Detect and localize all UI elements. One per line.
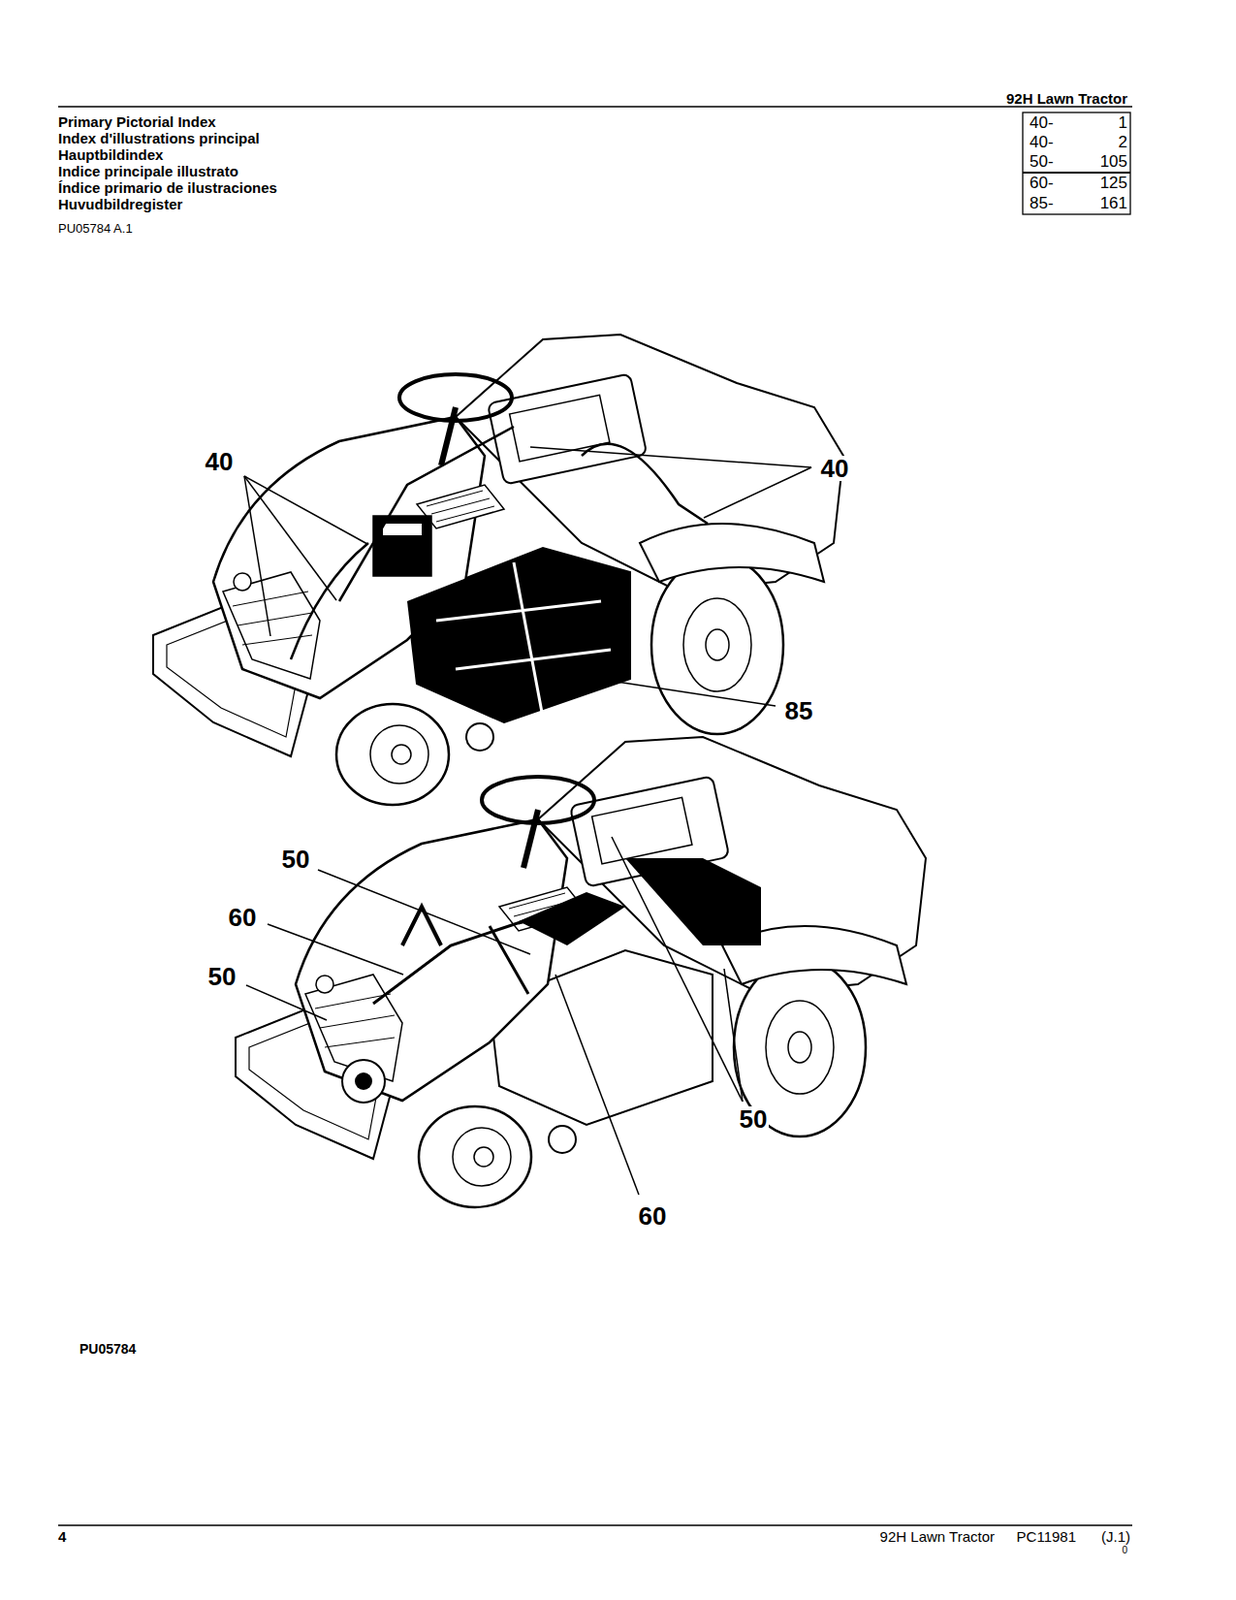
page-cell: 1 [1118,114,1128,131]
footer-title: 92H Lawn Tractor [880,1528,995,1544]
page-cell: 125 [1100,174,1128,191]
page-cell: 161 [1100,194,1128,212]
index-heading: Indice principale illustrato [58,163,239,179]
page-cell: 105 [1100,153,1128,170]
footer-doc-id: PC11981 [1016,1528,1077,1544]
callout-number: 50 [206,963,239,989]
callout-number: 50 [280,846,313,872]
index-heading: Hauptbildindex [58,147,163,162]
header-title: 92H Lawn Tractor [1006,91,1128,106]
index-heading: Index d'illustrations principal [58,130,260,146]
index-heading: Primary Pictorial Index [58,114,217,129]
callout-number: 85 [783,697,816,724]
section-cell: 85- [1029,194,1054,212]
callout-number: 60 [226,904,259,930]
index-heading: Índice primario de ilustraciones [58,180,278,195]
section-cell: 40- [1029,114,1054,131]
figure-id: PU05784 [79,1341,136,1356]
callout-number: 50 [737,1106,770,1132]
footer-revision: (J.1) [1101,1528,1131,1544]
section-cell: 60- [1029,174,1054,191]
page-cell: 2 [1118,133,1128,151]
footer-mark: 0 [1121,1545,1128,1555]
section-cell: 50- [1029,153,1054,170]
section-cell: 40- [1029,133,1054,151]
callout-number: 40 [203,448,236,475]
callout-number: 40 [819,455,852,481]
figure-id: PU05784 A.1 [58,221,133,235]
index-heading: Huvudbildregister [58,196,183,212]
page-number: 4 [58,1528,66,1544]
callout-number: 60 [636,1203,669,1229]
